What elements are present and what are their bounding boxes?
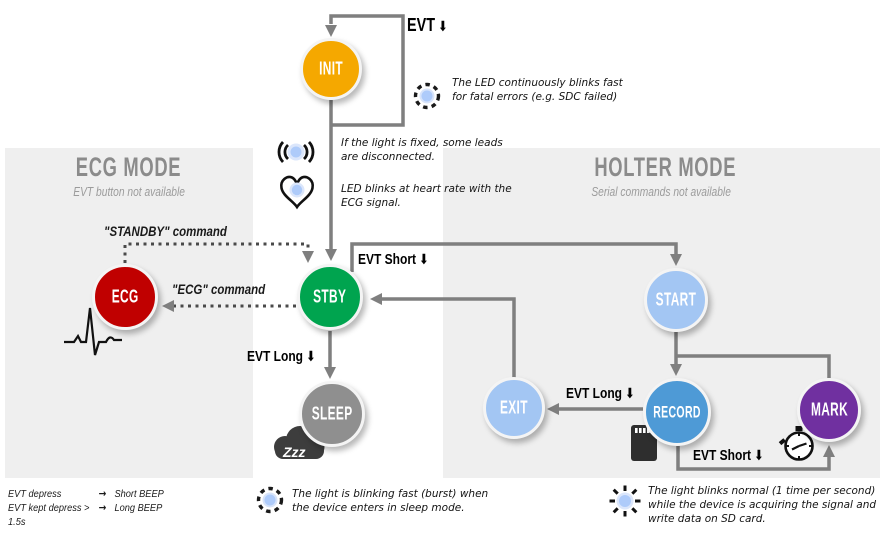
down-arrow-icon: ⬇ (438, 19, 448, 35)
state-ecg: ECG (92, 264, 158, 330)
init-led-note: The LED continuously blinks fast for fat… (452, 77, 623, 103)
evt-long-record-exit-label: EVT Long⬇ (566, 385, 635, 402)
arrowheads (162, 25, 835, 457)
zzz-label: Zzz (282, 444, 306, 460)
down-arrow-icon: ⬇ (754, 448, 764, 464)
sleep-led-note: The light is blinking fast (burst) when … (292, 488, 489, 514)
state-init: INIT (300, 38, 362, 100)
state-start: START (644, 268, 708, 332)
stby-to-start-line (350, 242, 678, 272)
down-arrow-icon: ⬇ (419, 252, 429, 268)
ecg-mode-subtitle: EVT button not available (73, 185, 185, 199)
state-mark: MARK (797, 378, 861, 442)
ecg-to-stby-dotted-line (123, 242, 310, 263)
leads-signal-icon (277, 141, 315, 163)
ecg-waveform-icon (64, 307, 122, 356)
ecg-command-label: "ECG" command (172, 281, 266, 297)
evt-short-record-mark-label: EVT Short⬇ (693, 447, 764, 464)
init-self-loop-line (329, 14, 405, 127)
down-arrow-icon: ⬇ (306, 349, 316, 365)
record-led-note: The light blinks normal (1 time per seco… (648, 485, 877, 525)
holter-mode-title: HOLTER MODE (594, 152, 737, 182)
state-sleep: SLEEP (299, 381, 365, 447)
fixed-light-note: If the light is fixed, some leads are di… (341, 137, 503, 163)
led-burst-sleep-icon (256, 486, 284, 514)
down-arrow-icon: ⬇ (625, 386, 635, 402)
state-exit: EXIT (483, 377, 545, 439)
ecg-mode-title: ECG MODE (76, 152, 182, 182)
exit-to-stby-line (382, 297, 516, 378)
led-blink-normal-icon (609, 485, 641, 517)
led-burst-icon (413, 82, 441, 110)
mark-to-record-line (676, 354, 831, 378)
right-arrow-icon: → (98, 488, 107, 500)
legend-row-short-beep: EVT depress → Short BEEP (8, 488, 164, 500)
stopwatch-icon (778, 426, 814, 461)
evt-init-loop-label: EVT⬇ (407, 15, 448, 35)
record-to-mark-line (676, 446, 831, 471)
legend-row-long-beep: EVT kept depress > 1.5s → Long BEEP (8, 502, 163, 528)
evt-short-stby-start-label: EVT Short⬇ (358, 251, 429, 268)
right-arrow-icon: → (98, 502, 107, 514)
state-stby: STBY (297, 264, 363, 330)
heart-icon (280, 175, 314, 210)
state-record: RECORD (643, 378, 711, 446)
evt-long-stby-sleep-label: EVT Long⬇ (247, 348, 316, 365)
beep-legend: EVT depress → Short BEEP EVT kept depres… (8, 487, 164, 529)
standby-command-label: "STANDBY" command (104, 223, 227, 239)
solid-connectors (328, 14, 831, 471)
heart-rate-note: LED blinks at heart rate with the ECG si… (341, 183, 512, 209)
holter-mode-subtitle: Serial commands not available (591, 185, 731, 199)
dotted-connectors (123, 242, 310, 308)
